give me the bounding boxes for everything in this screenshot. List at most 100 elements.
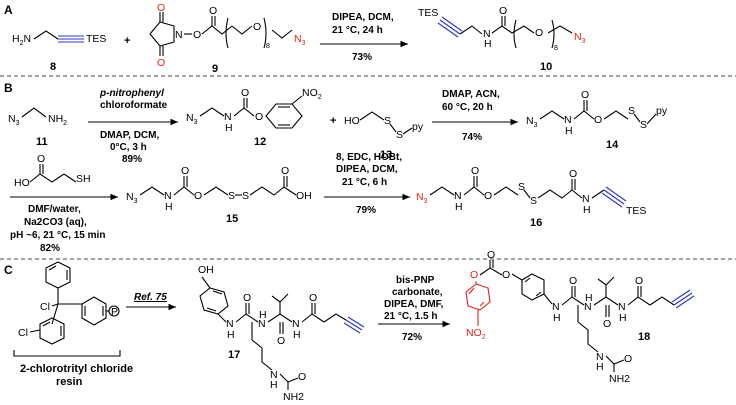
svg-text:H: H (565, 125, 573, 137)
condition-c1-ref: Ref. 75 (134, 292, 167, 303)
condition-a-line2: 21 °C, 24 h (332, 25, 383, 36)
compound-label-14: 14 (606, 139, 619, 151)
svg-text:H: H (270, 379, 278, 391)
condition-b1-line4: 0°C, 3 h (110, 142, 147, 153)
compound-label-18: 18 (638, 331, 650, 343)
svg-text:TES: TES (418, 7, 438, 19)
svg-text:N3: N3 (126, 191, 138, 205)
svg-text:N: N (175, 29, 183, 41)
svg-text:NH2: NH2 (48, 113, 67, 127)
svg-text:8: 8 (554, 45, 558, 52)
svg-text:N3: N3 (186, 112, 198, 126)
svg-text:N: N (292, 318, 300, 330)
svg-text:N: N (454, 190, 462, 202)
svg-text:OH: OH (296, 190, 312, 202)
amine-h2n-label: H2N (12, 33, 31, 47)
svg-text:O: O (298, 371, 306, 383)
compound-9-structure: O O N O O O 8 N3 (149, 2, 306, 69)
svg-text:H: H (585, 292, 593, 304)
svg-text:O: O (309, 292, 317, 304)
svg-text:N: N (596, 351, 604, 363)
condition-b3-line3: pH ~6, 21 °C, 15 min (10, 230, 105, 241)
svg-text:N: N (582, 193, 590, 205)
svg-text:N: N (164, 190, 172, 202)
svg-text:O: O (157, 2, 165, 14)
svg-text:P: P (111, 306, 118, 318)
svg-text:O: O (484, 190, 492, 202)
yield-b3: 82% (40, 243, 60, 254)
compound-10-structure: TES N H O O 8 N3 (418, 5, 586, 52)
svg-text:OH: OH (198, 264, 214, 276)
svg-text:NH2: NH2 (609, 373, 630, 385)
svg-text:O: O (253, 21, 261, 33)
compound-label-13: 13 (380, 149, 392, 161)
svg-text:O: O (281, 165, 289, 177)
svg-text:O: O (487, 249, 495, 261)
svg-text:O: O (499, 5, 507, 17)
svg-text:O: O (277, 335, 285, 347)
svg-text:NO2: NO2 (302, 87, 322, 101)
svg-text:N: N (564, 114, 572, 126)
svg-text:H: H (596, 361, 604, 373)
tes-label: TES (86, 33, 106, 45)
section-label-b: B (4, 81, 13, 95)
condition-c2-line4: 21 °C, 1.5 h (384, 311, 437, 322)
svg-text:H: H (619, 312, 627, 324)
resin-bracket (13, 350, 121, 357)
yield-b4: 79% (356, 205, 376, 216)
svg-text:N3: N3 (8, 113, 20, 127)
svg-text:N: N (258, 318, 266, 330)
compound-label-8: 8 (50, 61, 56, 73)
compound-label-12: 12 (254, 136, 266, 148)
svg-text:8: 8 (266, 43, 270, 50)
svg-text:H: H (553, 312, 561, 324)
compound-14-structure: N3 N H O O S S py (526, 89, 668, 137)
svg-text:O: O (624, 353, 632, 365)
section-label-c: C (4, 263, 13, 277)
svg-text:S: S (396, 129, 403, 141)
svg-text:TES: TES (626, 205, 646, 217)
compound-label-17: 17 (228, 349, 240, 361)
compound-label-15: 15 (226, 213, 238, 225)
svg-text:H: H (225, 122, 233, 134)
svg-text:O: O (470, 269, 478, 281)
compound-18-structure: O NO2 O O N H O N H N H NH2 O (465, 249, 695, 385)
svg-text:S: S (518, 181, 525, 193)
plus-sign-b: + (330, 115, 336, 127)
svg-text:S: S (228, 190, 235, 202)
svg-text:N: N (483, 28, 491, 40)
yield-a: 73% (352, 52, 372, 63)
compound-15-structure: N3 N H O O S S O OH (126, 165, 312, 213)
svg-text:N3: N3 (294, 33, 306, 47)
svg-text:N: N (224, 111, 232, 123)
svg-text:O: O (502, 269, 510, 281)
condition-b1-line1: p-nitrophenyl (99, 88, 164, 99)
svg-text:N3: N3 (574, 31, 586, 45)
resin-label-line1: 2-chlorotrityl chloride (20, 363, 133, 375)
condition-b4-line2: DIPEA, DCM, (336, 164, 398, 175)
svg-text:H: H (165, 201, 173, 213)
condition-c2-line1: bis-PNP (396, 275, 435, 286)
svg-text:N: N (226, 318, 234, 330)
svg-text:O: O (581, 89, 589, 101)
condition-c2-line3: DIPEA, DMF, (384, 299, 444, 310)
svg-text:N: N (584, 301, 592, 313)
compound-label-9: 9 (212, 63, 218, 75)
svg-text:S: S (530, 195, 537, 207)
svg-text:O: O (603, 318, 611, 330)
svg-text:O: O (181, 165, 189, 177)
svg-text:HO: HO (344, 115, 360, 127)
compound-11-structure: N3 NH2 (8, 107, 67, 127)
svg-text:SH: SH (76, 173, 91, 185)
svg-text:O: O (241, 87, 249, 99)
condition-b2-line2: 60 °C, 20 h (442, 102, 493, 113)
condition-b1-line3: DMAP, DCM, (100, 130, 159, 141)
svg-text:H: H (259, 309, 267, 321)
svg-text:O: O (635, 275, 643, 287)
svg-text:O: O (471, 165, 479, 177)
svg-text:H: H (455, 201, 463, 213)
svg-text:H: H (484, 38, 492, 50)
svg-text:S: S (242, 190, 249, 202)
condition-b3-line2: Na2CO3 (aq), (24, 217, 87, 228)
svg-text:Cl: Cl (18, 327, 28, 339)
